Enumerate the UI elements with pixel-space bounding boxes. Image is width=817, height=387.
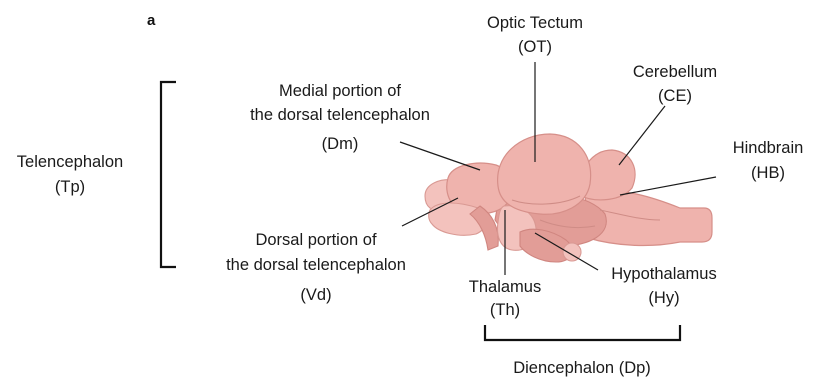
medial-dorsal-label-line2: the dorsal telencephalon	[250, 106, 430, 124]
medial-dorsal-leader	[400, 142, 480, 170]
optic-tectum-label: Optic Tectum	[487, 14, 583, 32]
panel-label: a	[147, 12, 156, 29]
dorsal-dorsal-label-line1: Dorsal portion of	[255, 231, 376, 249]
cerebellum-leader	[619, 106, 665, 165]
optic-tectum-abbr: (OT)	[518, 38, 552, 56]
hypothalamus-label: Hypothalamus	[611, 265, 716, 283]
diencephalon-bracket	[485, 325, 680, 340]
medial-dorsal-abbr: (Dm)	[322, 135, 359, 153]
thalamus-abbr: (Th)	[490, 301, 520, 319]
dorsal-dorsal-abbr: (Vd)	[300, 286, 331, 304]
telencephalon-bracket	[161, 82, 176, 267]
diencephalon-label: Diencephalon (Dp)	[513, 359, 651, 377]
telencephalon-abbr: (Tp)	[55, 178, 85, 196]
hypothalamus-abbr: (Hy)	[648, 289, 679, 307]
cerebellum-abbr: (CE)	[658, 87, 692, 105]
medial-dorsal-label-line1: Medial portion of	[279, 82, 401, 100]
thalamus-label: Thalamus	[469, 278, 541, 296]
optic-tectum-region	[498, 134, 591, 214]
hindbrain-label: Hindbrain	[733, 139, 804, 157]
cerebellum-label: Cerebellum	[633, 63, 717, 81]
hindbrain-abbr: (HB)	[751, 164, 785, 182]
zebrafish-brain-illustration	[425, 134, 712, 262]
telencephalon-label: Telencephalon	[17, 153, 123, 171]
dorsal-dorsal-label-line2: the dorsal telencephalon	[226, 256, 406, 274]
